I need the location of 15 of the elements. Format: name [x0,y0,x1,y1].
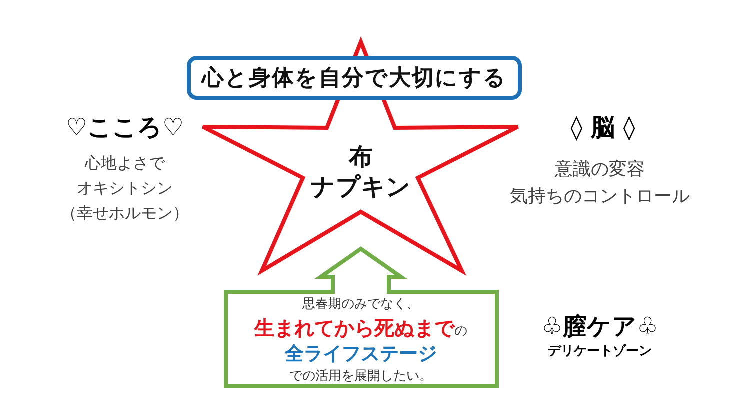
star-label: 布 [349,142,373,172]
section-heading: ♧膣ケア♧ [541,312,659,342]
subheading: デリケートゾーン [548,344,652,360]
star-label: ナプキン [311,172,411,202]
section-heading: ♡こころ♡ [66,114,184,142]
description-text: 心地よさで [85,153,165,173]
banner-box [187,56,522,100]
callout-text: 思春期のみでなく、生まれてから死ぬまでの全ライフステージでの活用を展開したい。 [253,296,468,386]
banner-text: 心と身体を自分で大切にする [202,64,507,93]
description-text: 意識の変容 [555,159,645,181]
arrow-callout-box [222,246,501,389]
description-text: 気持ちのコントロール [510,186,690,208]
section-heading: ◊ 脳 ◊ [570,114,636,142]
description-text: （幸せホルモン） [61,203,189,223]
description-text: オキシトシン [77,178,173,198]
